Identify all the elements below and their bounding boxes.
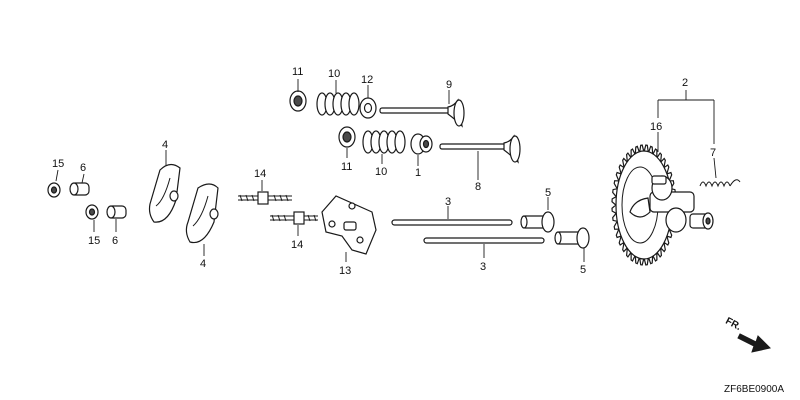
callout-7: 7 xyxy=(710,147,716,159)
part-10-valve-spring-lower xyxy=(362,130,406,154)
part-14-stud-upper xyxy=(238,191,292,205)
part-10-valve-spring-upper xyxy=(316,92,360,116)
part-13-guide-plate xyxy=(321,195,377,255)
callout-16: 16 xyxy=(650,121,662,133)
front-direction-arrow: FR. xyxy=(723,316,771,353)
part-3-push-rod-lower xyxy=(423,237,545,244)
part-16-camshaft-gear xyxy=(611,144,714,266)
callout-5-lower: 5 xyxy=(580,264,586,276)
callout-11-upper: 11 xyxy=(292,66,303,78)
callout-9: 9 xyxy=(446,79,452,91)
callout-13: 13 xyxy=(339,265,351,277)
part-3-push-rod-upper xyxy=(391,219,513,226)
callout-6-lower: 6 xyxy=(112,235,118,247)
part-5-tappet-upper xyxy=(520,211,555,233)
callout-3-upper: 3 xyxy=(445,196,451,208)
callout-4-upper: 4 xyxy=(162,139,168,151)
callout-5-upper: 5 xyxy=(545,187,551,199)
callout-10-lower: 10 xyxy=(375,166,387,178)
callout-3-lower: 3 xyxy=(480,261,486,273)
part-15-nut-lower xyxy=(85,204,99,220)
callout-labels: 11 10 12 9 11 10 1 8 2 16 7 4 4 15 6 15 … xyxy=(52,66,716,277)
part-5-tappet-lower xyxy=(554,227,590,249)
arrow-right-icon xyxy=(737,333,771,353)
part-11-retainer-lower xyxy=(338,126,356,148)
part-9-intake-valve xyxy=(379,98,465,128)
front-label: FR. xyxy=(723,316,743,333)
callout-11-lower: 11 xyxy=(341,161,352,173)
callout-12: 12 xyxy=(361,74,373,86)
part-6-pivot-lower xyxy=(106,205,127,219)
callout-15-upper: 15 xyxy=(52,158,64,170)
callout-2: 2 xyxy=(682,77,688,89)
callout-4-lower: 4 xyxy=(200,258,206,270)
part-7-spring xyxy=(699,179,741,188)
part-6-pivot-upper xyxy=(69,182,90,196)
part-1-valve-seal xyxy=(410,133,433,155)
part-4-rocker-arm-lower xyxy=(185,183,219,244)
diagram-code: ZF6BE0900A xyxy=(724,384,784,395)
callout-10-upper: 10 xyxy=(328,68,340,80)
callout-8: 8 xyxy=(475,181,481,193)
callout-6-upper: 6 xyxy=(80,162,86,174)
part-15-nut-upper xyxy=(47,182,61,198)
callout-15-lower: 15 xyxy=(88,235,100,247)
part-4-rocker-arm-upper xyxy=(148,163,181,223)
part-12-stem-seal xyxy=(359,97,377,119)
callout-1: 1 xyxy=(415,167,421,179)
leader-lines xyxy=(55,79,717,262)
callout-14-upper: 14 xyxy=(254,168,266,180)
part-11-retainer-upper xyxy=(289,90,307,112)
callout-14-lower: 14 xyxy=(291,239,303,251)
part-14-stud-lower xyxy=(270,211,318,225)
part-8-exhaust-valve xyxy=(439,134,521,164)
